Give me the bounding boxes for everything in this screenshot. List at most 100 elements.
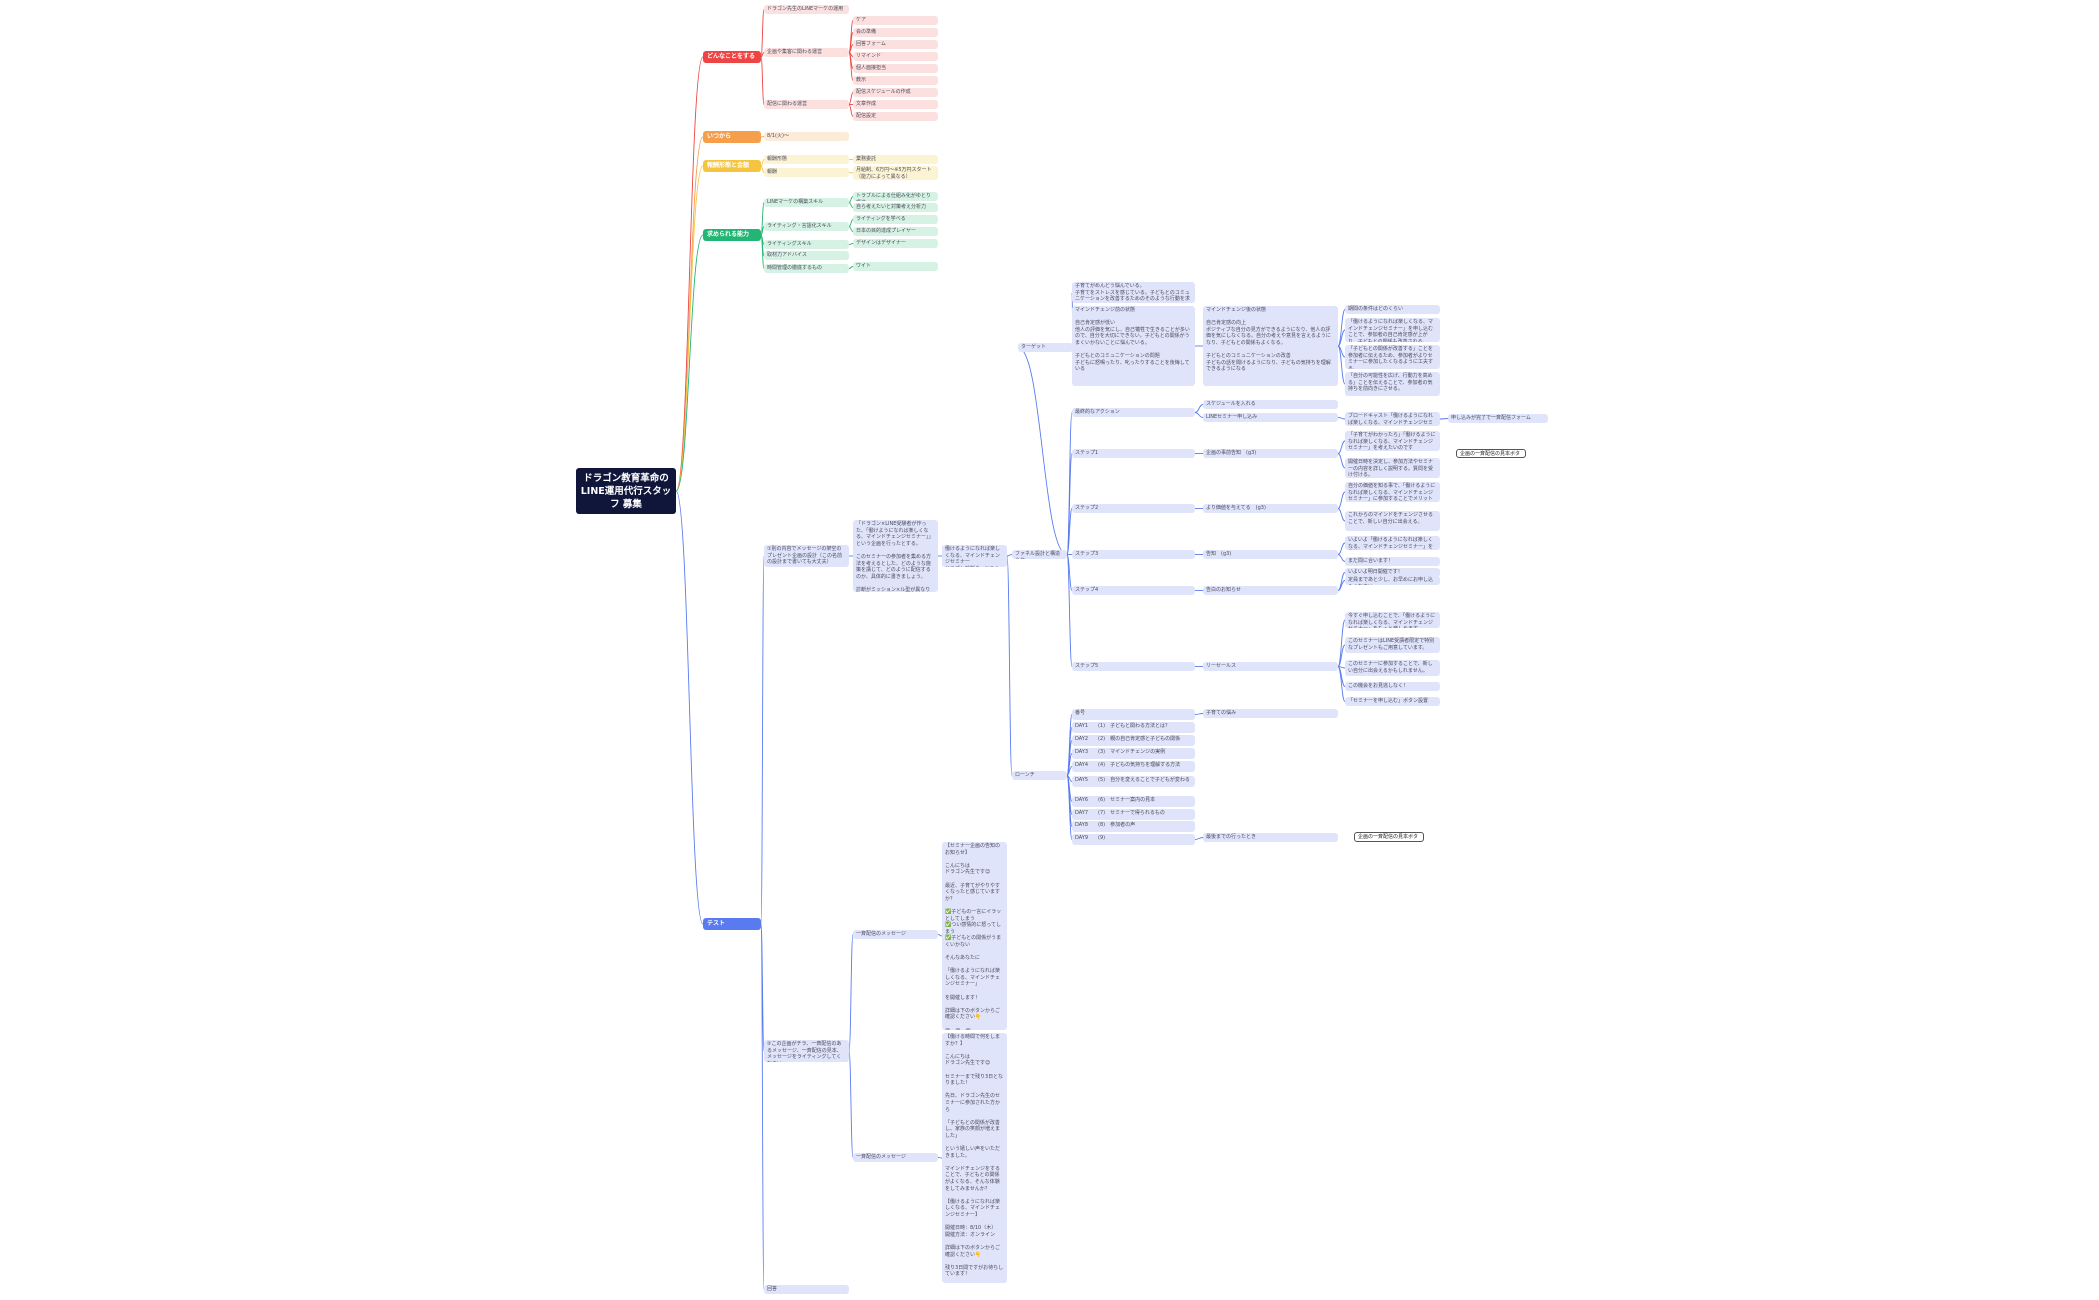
step-node[interactable]: ステップ1 bbox=[1072, 449, 1195, 458]
green-subitem[interactable]: 自ら考えたいと対策考え分析力 bbox=[853, 203, 938, 212]
step-message[interactable]: いよいよ明日開催です！ bbox=[1345, 568, 1440, 577]
step-message[interactable]: この機会をお見逃しなく！ bbox=[1345, 682, 1440, 691]
red-subitem[interactable]: 教示 bbox=[853, 76, 938, 85]
green-subitem[interactable]: ワイト bbox=[853, 262, 938, 271]
step-node[interactable]: ステップ3 bbox=[1072, 550, 1195, 559]
yellow-item[interactable]: 報酬形態 bbox=[764, 155, 849, 164]
red-subitem[interactable]: 文章作成 bbox=[853, 100, 938, 109]
step-detail[interactable]: 告白のお知らせ bbox=[1203, 586, 1338, 595]
launch-day[interactable]: DAY4 (4) 子どもの気持ちを理解する方法 bbox=[1072, 761, 1195, 772]
step-message[interactable]: 今すぐ申し込むことで、「働けるようになれば楽しくなる、マインドチェンジセミナー」… bbox=[1345, 612, 1440, 628]
broadcast-message-2[interactable]: 【働ける時間で何をしますか？】 こんにちは ドラゴン先生です😊 セミナーまで残り… bbox=[942, 1033, 1007, 1283]
category-when[interactable]: いつから bbox=[703, 131, 761, 143]
green-subitem[interactable]: 日本の目的達成プレイヤー bbox=[853, 227, 938, 236]
step-note-box[interactable]: 企画の一斉配信の見本ボタン bbox=[1456, 449, 1526, 458]
test-question-1[interactable]: ①別の内容でメッセージの架空のプレゼント企画の設計（この名前の設計まで書いても大… bbox=[764, 545, 849, 567]
target-after[interactable]: マインドチェンジ後の状態 自己肯定感の向上 ポジティブな自分の見方ができるように… bbox=[1203, 306, 1338, 386]
red-item[interactable]: 企画や集客に関わる運営 bbox=[764, 48, 849, 57]
green-item[interactable]: 時間管理の徹底するもの bbox=[764, 264, 849, 273]
step-detail[interactable]: より価値を与えてる (g3) bbox=[1203, 504, 1338, 513]
category-what-to-do[interactable]: どんなことをするの？ bbox=[703, 51, 761, 72]
launch-day[interactable]: DAY7 (7) セミナーで得られるもの bbox=[1072, 809, 1195, 820]
red-subitem[interactable]: 配信設定 bbox=[853, 112, 938, 121]
category-pay[interactable]: 報酬形態と金額は？ bbox=[703, 160, 761, 181]
target-note[interactable]: ブロードキャスト「働けるようになれば楽しくなる、マインドチェンジセミナー」 bbox=[1345, 412, 1440, 426]
launch-day[interactable]: DAY1 (1) 子どもと関わる方法とは？ bbox=[1072, 722, 1195, 733]
step-message[interactable]: まだ間に合います！ bbox=[1345, 557, 1440, 566]
schedule-node[interactable]: スケジュールを入れる bbox=[1203, 400, 1338, 409]
connector bbox=[1337, 417, 1346, 420]
green-item[interactable]: ライティングスキル bbox=[764, 240, 849, 249]
step-node[interactable]: ステップ2 bbox=[1072, 504, 1195, 513]
red-subitem[interactable]: 個人面接担当 bbox=[853, 64, 938, 73]
broadcast-label[interactable]: 一斉配信のメッセージ bbox=[853, 930, 938, 939]
step-message[interactable]: 定員まであと少し、お早めにお申し込みください bbox=[1345, 576, 1440, 585]
step-message[interactable]: いよいよ「働けるようになれば楽しくなる、マインドチェンジセミナー」を開催します！ bbox=[1345, 536, 1440, 550]
step-message[interactable]: このセミナーに参加することで、新しい自分に出会えるかもしれません。 bbox=[1345, 660, 1440, 676]
target-before[interactable]: マインドチェンジ前の状態 自己肯定感が低い 他人の評価を気にし、自己犠牲で生きる… bbox=[1072, 306, 1195, 386]
launch-detail[interactable]: 最後までの行ったとき bbox=[1203, 833, 1338, 842]
step-message[interactable]: 自分の価値を知る事で、「働けるようになれば楽しくなる、マインドチェンジセミナー」… bbox=[1345, 482, 1440, 502]
green-subitem[interactable]: トラブルによる仕組み化がゆとり構造 bbox=[853, 192, 938, 201]
green-subitem[interactable]: ライティングを学べる bbox=[853, 215, 938, 224]
connector bbox=[1337, 345, 1346, 385]
funnel-section[interactable]: ファネル設計と構造全体 bbox=[1012, 550, 1067, 559]
green-subitem[interactable]: デザインはデザイナー bbox=[853, 239, 938, 248]
target-note[interactable]: 「自分の可能性を広げ、行動力を高める」ことを伝えることで、参加者の気持ちを前向き… bbox=[1345, 372, 1440, 396]
launch-detail[interactable]: 子育ての悩み bbox=[1203, 709, 1338, 718]
root-node[interactable]: ドラゴン教育革命の LINE運用代行スタッフ 募集 bbox=[576, 468, 676, 514]
step-message[interactable]: 「子育てがわかったら」「働けるようになれば楽しくなる、マインドチェンジセミナー」… bbox=[1345, 431, 1440, 451]
category-test[interactable]: テスト bbox=[703, 918, 761, 930]
target-detail[interactable]: 子育てがめんどう悩んでいる。 子育てをストレスを感じている。子どもとのコミュニケ… bbox=[1072, 282, 1195, 303]
seminar-plan[interactable]: 働けるようになれば楽しくなる、マインドチェンジセミナー ドラゴン診断会×セミナー bbox=[942, 545, 1007, 567]
launch-note-box[interactable]: 企画の一斉配信の見本ボタン bbox=[1354, 832, 1424, 842]
green-item[interactable]: 取材力アドバイス bbox=[764, 251, 849, 260]
launch-day[interactable]: DAY3 (3) マインドチェンジの実例 bbox=[1072, 748, 1195, 759]
step-message[interactable]: このセミナーはLINE受講者限定で特別なプレゼントもご用意しています。 bbox=[1345, 637, 1440, 653]
red-subitem[interactable]: リマインド bbox=[853, 52, 938, 61]
target-note[interactable]: 期間の条件はどのくらい bbox=[1345, 305, 1440, 314]
red-subitem[interactable]: ケア bbox=[853, 16, 938, 25]
launch-day[interactable]: 番号 bbox=[1072, 709, 1195, 720]
step-detail[interactable]: 企画の事前告知 (g3) bbox=[1203, 449, 1338, 458]
yellow-subitem[interactable]: 業務委託 bbox=[853, 155, 938, 164]
test-answer[interactable]: 回答 bbox=[764, 1285, 849, 1294]
red-subitem[interactable]: 回答フォーム bbox=[853, 40, 938, 49]
target-note[interactable]: 「子どもとの関係が改善する」ことを参加者に伝えるため、参加者がよりセミナーに参加… bbox=[1345, 345, 1440, 369]
red-subitem[interactable]: 配信スケジュールの作成 bbox=[853, 88, 938, 97]
orange-item[interactable]: 8/1(火)～ bbox=[764, 132, 849, 141]
launch-day[interactable]: DAY2 (2) 親の自己肯定感と子どもの関係 bbox=[1072, 735, 1195, 746]
step-node[interactable]: ステップ4 bbox=[1072, 586, 1195, 595]
final-action-node[interactable]: 最終的なアクション bbox=[1072, 408, 1195, 417]
connector bbox=[675, 136, 704, 492]
green-item[interactable]: ライティング・言語化スキル bbox=[764, 222, 849, 231]
launch-section[interactable]: ローンチ bbox=[1012, 771, 1067, 780]
test-intro[interactable]: 「ドラゴン×LINE受験者が作った、「働けようになれば楽しくなる、マインドチェン… bbox=[853, 520, 938, 592]
launch-day[interactable]: DAY9 (9) bbox=[1072, 834, 1195, 845]
launch-day[interactable]: DAY5 (5) 自分を変えることで子どもが変わる bbox=[1072, 776, 1195, 787]
green-item[interactable]: LINEマーケの構築スキル bbox=[764, 198, 849, 207]
test-question-2[interactable]: ②この企画がチラ、一斉配信のあるメッセージ、一斉配信の見本、メッセージをライティ… bbox=[764, 1040, 849, 1062]
step-message[interactable]: 「セミナーを申し込む」ボタン設置 bbox=[1345, 697, 1440, 706]
red-subitem[interactable]: 会の準備 bbox=[853, 28, 938, 37]
red-item[interactable]: ドラゴン先生のLINEマーケの運用 bbox=[764, 5, 849, 14]
broadcast-message-1[interactable]: 【セミナー企画の告知のお知らせ】 こんにちは ドラゴン先生です😊 最近、子育てが… bbox=[942, 842, 1007, 1030]
red-item[interactable]: 配信に関わる運営 bbox=[764, 100, 849, 109]
launch-day[interactable]: DAY8 (8) 参加者の声 bbox=[1072, 821, 1195, 832]
line-signup-node[interactable]: LINEセミナー申し込み bbox=[1203, 413, 1338, 422]
launch-day[interactable]: DAY6 (6) セミナー案内の見本 bbox=[1072, 796, 1195, 807]
target-note[interactable]: 「働けるようになれば楽しくなる、マインドチェンジセミナー」を申し込むことで、参加… bbox=[1345, 318, 1440, 342]
step-node[interactable]: ステップ5 bbox=[1072, 662, 1195, 671]
category-skills[interactable]: 求められる能力 bbox=[703, 229, 761, 241]
yellow-item[interactable]: 報酬 bbox=[764, 168, 849, 177]
signup-form-node[interactable]: 申し込みが完了で一斉配信フォーム bbox=[1448, 414, 1548, 423]
connector bbox=[760, 555, 765, 925]
broadcast-label[interactable]: 一斉配信のメッセージ bbox=[853, 1153, 938, 1162]
step-message[interactable]: 開催日時を決定し、参加方法やセミナーの内容を詳しく説明する。質問を受け付ける。 bbox=[1345, 458, 1440, 478]
yellow-subitem[interactable]: 月給制、6万円〜※5万円スタート（能力によって異なる） bbox=[853, 166, 938, 180]
target-node[interactable]: ターゲット bbox=[1018, 343, 1073, 352]
step-detail[interactable]: リーセールス bbox=[1203, 662, 1338, 671]
step-detail[interactable]: 告知 (g3) bbox=[1203, 550, 1338, 559]
step-message[interactable]: これからのマインドをチェンジさせることで、新しい自分に出会える。 bbox=[1345, 511, 1440, 531]
